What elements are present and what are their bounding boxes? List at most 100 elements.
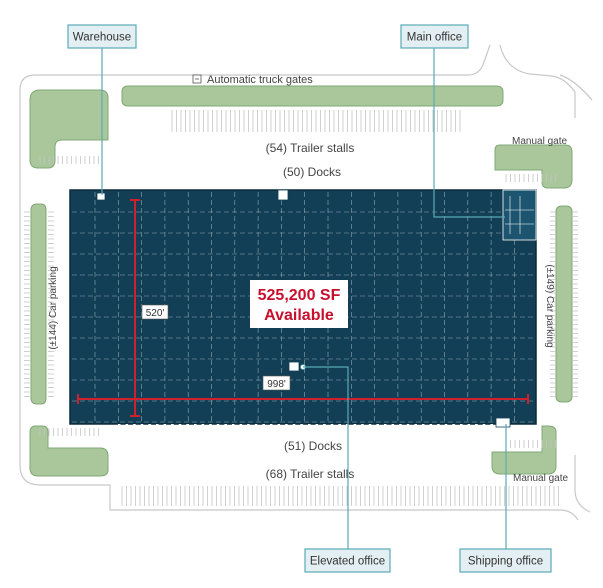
dock-door [133,186,136,189]
dock-door [186,424,189,427]
dock-door [391,186,395,189]
dock-door [148,424,151,427]
dock-door [452,186,455,189]
dock-door [125,186,129,189]
dock-door [444,424,448,427]
dock-door [140,186,144,189]
dock-door [384,186,387,189]
callout-main-office-box [400,24,469,49]
dock-door [118,424,121,427]
dock-door [406,186,410,189]
dock-door [209,424,212,427]
dock-door [490,186,493,189]
dock-door [475,424,478,427]
dock-door [452,424,455,427]
area-status: Available [264,307,334,324]
dock-door [140,424,144,427]
dock-door [270,424,273,427]
dock-door [315,186,319,189]
width-dimension-box [262,375,291,391]
dock-door [270,186,273,189]
landscape-right-strip [555,205,573,403]
dock-door [467,186,471,189]
elevated-office-marker [288,361,300,372]
width-dimension-label: 998' [267,379,286,390]
dock-door [346,424,349,427]
dock-door [338,424,341,427]
dock-door [300,186,303,189]
dock-door [361,424,364,427]
dock-door [323,186,326,189]
warehouse-marker [96,192,106,201]
shipping-office-marker [495,417,511,428]
dock-door [422,186,425,189]
label-manual-gate-top: Manual gate [512,136,567,147]
callout-shipping-office-box [459,548,552,573]
label-car-parking-left: (±144) Car parking [48,266,59,349]
area-value: 525,200 SF [258,287,341,304]
dock-door [490,424,493,427]
dock-door [406,424,410,427]
dock-door [216,424,220,427]
dock-door [277,186,281,189]
dock-door [277,424,281,427]
callout-leaders [101,48,507,549]
parking-stalls [24,110,578,506]
landscape-right-top [494,144,573,189]
width-dimension-line [77,394,529,404]
dock-door [482,186,486,189]
dock-door [285,186,288,189]
dock-doors [118,186,501,427]
dock-door [376,186,379,189]
depth-dimension-label: 520' [146,308,165,319]
dock-door [353,424,357,427]
dock-door [262,424,265,427]
dock-door [467,424,471,427]
dock-door [368,186,372,189]
dock-door [361,186,364,189]
dock-door [239,424,243,427]
dock-door [422,424,425,427]
label-trailer-stalls-top: (54) Trailer stalls [266,141,355,155]
label-docks-bottom: (51) Docks [284,439,342,453]
dock-door [247,424,250,427]
dock-door [368,424,372,427]
dock-door [254,186,258,189]
dock-door [330,424,334,427]
callout-elevated-office-box [304,548,391,573]
dock-door [330,186,334,189]
dock-door [285,424,288,427]
callout-warehouse: Warehouse [73,32,131,44]
dock-door [437,186,440,189]
dock-door [429,424,433,427]
dock-door [315,424,319,427]
dock-marker-top [277,189,289,201]
dock-door [224,424,227,427]
dock-door [247,186,250,189]
dock-door [414,186,417,189]
dock-door [171,424,174,427]
dock-door [148,186,151,189]
dock-door [353,186,357,189]
dock-door [171,186,174,189]
dock-door [384,424,387,427]
dock-door [346,186,349,189]
depth-dimension-box [141,304,169,320]
dock-door [429,186,433,189]
dock-door [201,424,205,427]
dock-door [201,186,205,189]
dock-door [232,186,235,189]
dock-door [194,186,197,189]
label-car-parking-right: (±149) Car parking [544,264,555,347]
dock-door [118,186,121,189]
dock-door [156,424,159,427]
dock-door [391,424,395,427]
dock-door [262,186,265,189]
dock-door [308,186,311,189]
dock-door [300,424,303,427]
depth-dimension-line [130,199,140,417]
callout-shipping-office: Shipping office [468,556,543,568]
dock-door [338,186,341,189]
dock-door [292,186,296,189]
